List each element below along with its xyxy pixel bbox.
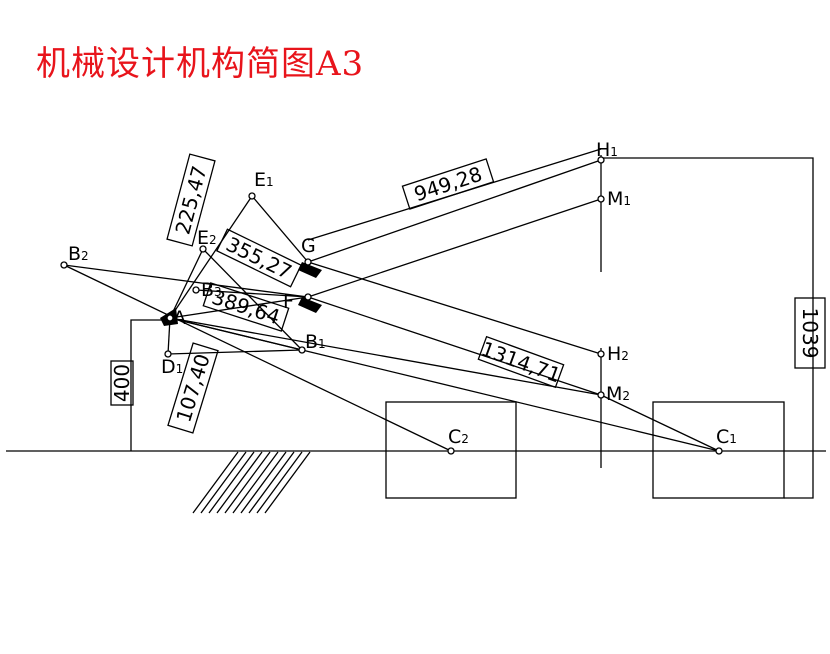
- dim-400-label: 400: [110, 364, 134, 402]
- joint-a: [166, 314, 174, 322]
- joint-g: [304, 258, 312, 266]
- label-a: A: [173, 307, 186, 329]
- block-c1: [652, 401, 785, 499]
- base-pedestal: [130, 319, 168, 451]
- label-e1: E1: [254, 169, 274, 191]
- joint-h2: [597, 350, 605, 358]
- slider-f: [298, 297, 322, 313]
- link-a-b1: [169, 317, 303, 351]
- dim-949-label: 949,28: [411, 162, 485, 206]
- dim-1039-label: 1039: [798, 308, 822, 359]
- label-m1: M1: [607, 188, 631, 210]
- link-e1-g: [251, 195, 309, 263]
- joints: [60, 156, 723, 455]
- links: [63, 148, 720, 452]
- joint-b2: [60, 261, 68, 269]
- right-reference: [600, 155, 826, 499]
- ground-hatching: [192, 451, 311, 514]
- link-b1-e2: [202, 248, 303, 351]
- dim-225-label: 225,47: [170, 163, 211, 237]
- dim-1039-frame: [601, 157, 814, 499]
- label-d1: D1: [161, 356, 183, 378]
- link-g-h1-b: [307, 159, 602, 263]
- point-labels: H1 M1 H2 M2 C1 C2 E1 E2 B2 B1 B3 D1 G F …: [68, 139, 737, 448]
- joint-m2: [597, 391, 605, 399]
- joint-b1: [298, 346, 306, 354]
- dim-1039-box: [794, 297, 826, 369]
- joint-e2: [199, 245, 207, 253]
- link-e2-a: [169, 248, 204, 319]
- joint-h1: [597, 156, 605, 164]
- label-b1: B1: [305, 331, 326, 353]
- link-f-m2: [307, 296, 602, 396]
- joint-m1: [597, 195, 605, 203]
- joint-c1: [715, 447, 723, 455]
- label-h2: H2: [607, 343, 629, 365]
- joint-d1: [164, 350, 172, 358]
- ground-structure: [6, 319, 826, 514]
- dim-1314-label: 1314,71: [478, 337, 564, 388]
- label-b2: B2: [68, 243, 89, 265]
- label-m2: M2: [606, 383, 630, 405]
- label-b3: B3: [201, 279, 222, 301]
- link-a-f: [169, 296, 309, 319]
- dim-355-label: 355,27: [222, 232, 295, 284]
- link-g-h2: [307, 261, 602, 355]
- link-b3-f: [195, 289, 309, 298]
- link-m2-c1: [600, 394, 720, 452]
- label-h1: H1: [596, 139, 618, 161]
- label-f: F: [283, 291, 294, 313]
- link-f-m1: [307, 198, 602, 298]
- diagram-title: 机械设计机构简图A3: [36, 44, 365, 84]
- block-c2: [385, 401, 517, 499]
- joint-f: [304, 293, 312, 301]
- joint-c2: [447, 447, 455, 455]
- joint-e1: [248, 192, 256, 200]
- link-b2-f: [63, 264, 309, 298]
- label-c2: C2: [448, 426, 469, 448]
- link-b2-c2: [63, 264, 452, 452]
- label-g: G: [301, 235, 316, 257]
- link-a-m2: [169, 317, 602, 396]
- joint-b3: [192, 286, 200, 294]
- slider-g: [298, 262, 322, 278]
- label-c1: C1: [716, 426, 737, 448]
- label-e2: E2: [197, 227, 217, 249]
- link-d1-b1: [167, 349, 303, 355]
